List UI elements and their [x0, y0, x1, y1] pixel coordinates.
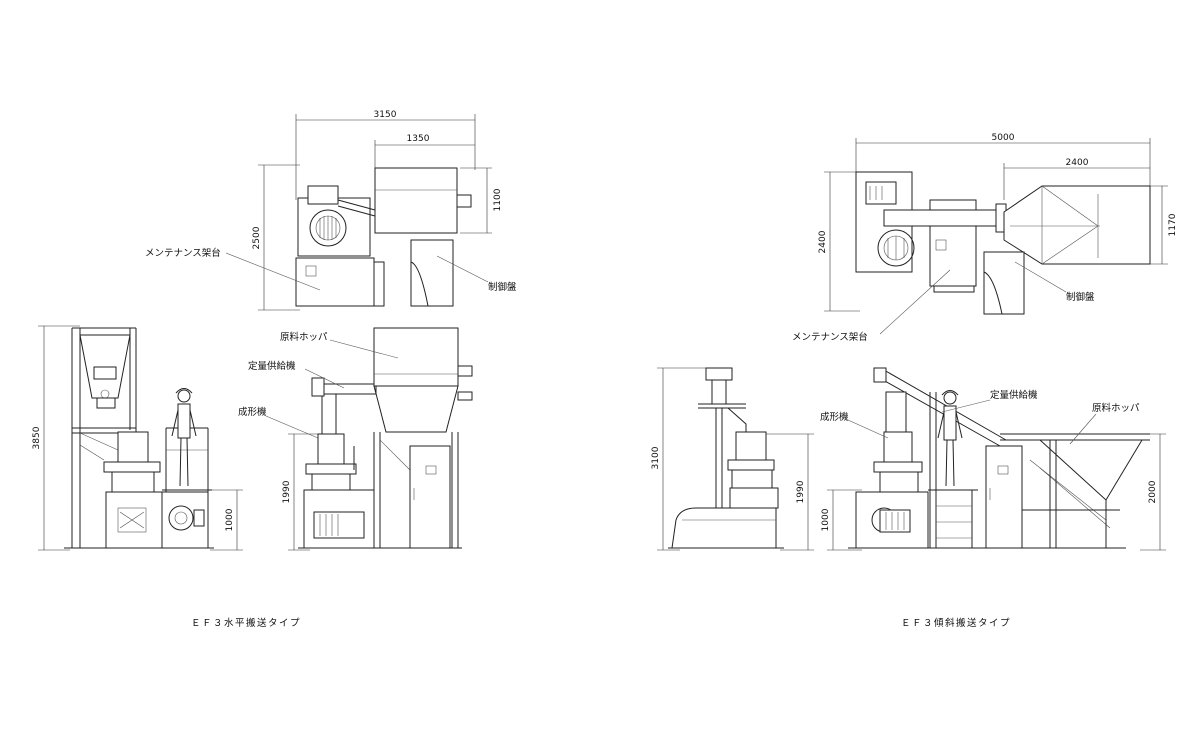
dim-2000: 2000 [1148, 480, 1158, 503]
left-side-view: 3850 1000 [32, 325, 243, 551]
label-feeder-right: 定量供給機 [990, 389, 1038, 401]
dim-2400-vertical: 2400 [818, 230, 828, 253]
label-raw-hopper-left: 原料ホッパ [280, 331, 328, 343]
dim-2500: 2500 [252, 226, 262, 249]
label-maintenance-stand-right: メンテナンス架台 [792, 331, 868, 343]
dim-1990-left: 1990 [282, 480, 292, 503]
label-raw-hopper-right: 原料ホッパ [1092, 402, 1140, 414]
label-forming-machine-right: 成形機 [820, 411, 849, 423]
left-plan-view: 3150 1350 2500 1100 [145, 110, 517, 311]
left-front-view: 1990 原料ホッパ 定量供給機 [238, 327, 473, 551]
dim-3150: 3150 [374, 110, 397, 120]
dim-1000-right: 1000 [821, 508, 831, 531]
label-feeder-left: 定量供給機 [248, 360, 296, 372]
dim-3850: 3850 [32, 426, 42, 449]
label-forming-machine-left: 成形機 [238, 406, 267, 418]
dim-1170: 1170 [1168, 213, 1178, 236]
label-control-panel-left: 制御盤 [488, 281, 517, 293]
dim-3100: 3100 [651, 446, 661, 469]
caption-left: ＥＦ３水平搬送タイプ [191, 617, 301, 629]
dim-2400-horizontal: 2400 [1066, 158, 1089, 168]
dim-1000-left: 1000 [225, 508, 235, 531]
right-plan-view: 5000 2400 2400 1170 [792, 133, 1178, 343]
right-side-view: 3100 1990 [651, 367, 814, 551]
dim-5000: 5000 [992, 133, 1015, 143]
dim-1100: 1100 [493, 188, 503, 211]
label-control-panel-right: 制御盤 [1066, 291, 1095, 303]
right-front-view: 1000 2000 [820, 367, 1166, 551]
dim-1350: 1350 [407, 134, 430, 144]
label-maintenance-stand-left: メンテナンス架台 [145, 247, 221, 259]
caption-right: ＥＦ３傾斜搬送タイプ [901, 617, 1011, 629]
dim-1990-right-side: 1990 [796, 480, 806, 503]
